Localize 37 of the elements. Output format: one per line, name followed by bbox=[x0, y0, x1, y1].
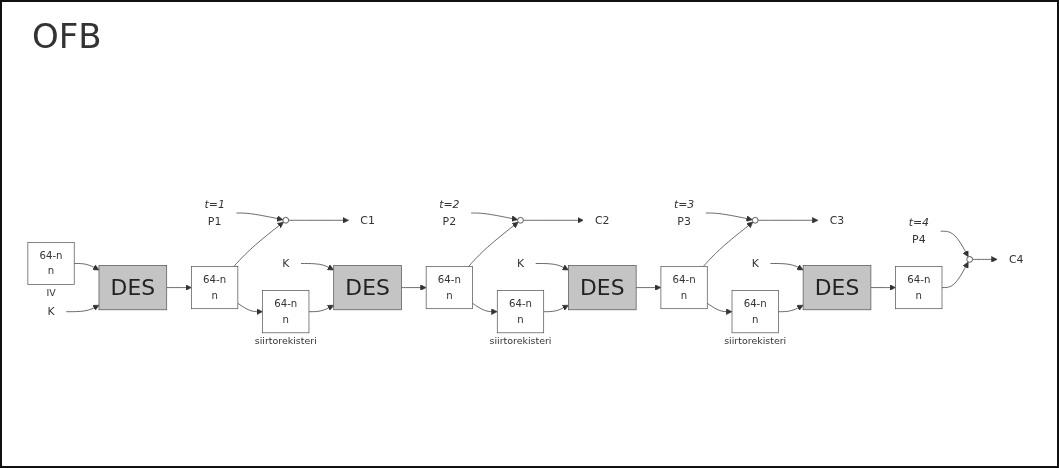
node-box: 64-n n bbox=[191, 266, 239, 310]
node-box: 64-n n bbox=[731, 290, 779, 334]
node-circle bbox=[517, 217, 524, 224]
node-text: P1 bbox=[207, 214, 222, 228]
node-box: 64-n n bbox=[27, 242, 75, 286]
node-box: DES bbox=[333, 265, 402, 311]
node-text: P4 bbox=[912, 232, 926, 246]
node-text: K bbox=[751, 256, 759, 270]
node-label: t=2 bbox=[439, 198, 460, 212]
node-text: C4 bbox=[1008, 252, 1024, 266]
node-circle bbox=[751, 217, 759, 224]
node-text: K bbox=[516, 256, 525, 270]
register-caption: IV bbox=[46, 287, 56, 299]
register-caption: siirtorekisteri bbox=[724, 335, 787, 347]
node-text: C3 bbox=[829, 213, 845, 227]
node-box: 64-n n bbox=[660, 266, 708, 310]
node-box: 64-n n bbox=[496, 290, 545, 334]
diagram-title: OFB bbox=[32, 16, 102, 56]
node-text: C2 bbox=[595, 213, 610, 227]
node-circle bbox=[282, 217, 290, 224]
register-caption: siirtorekisteri bbox=[254, 335, 317, 347]
node-box: 64-n n bbox=[425, 266, 473, 310]
node-label: t=1 bbox=[204, 198, 225, 212]
node-text: C1 bbox=[360, 213, 375, 227]
node-text: K bbox=[282, 256, 290, 270]
node-box: 64-n n bbox=[895, 266, 943, 310]
node-circle bbox=[966, 256, 973, 263]
register-caption: siirtorekisteri bbox=[489, 335, 552, 347]
node-label: t=4 bbox=[908, 216, 929, 230]
node-box: DES bbox=[568, 265, 637, 311]
node-box: DES bbox=[98, 265, 168, 311]
node-text: K bbox=[47, 305, 55, 319]
node-text: P3 bbox=[677, 214, 691, 228]
node-box: 64-n n bbox=[262, 290, 310, 334]
node-text: P2 bbox=[442, 214, 457, 228]
node-label: t=3 bbox=[673, 198, 695, 212]
node-box: DES bbox=[802, 265, 872, 311]
